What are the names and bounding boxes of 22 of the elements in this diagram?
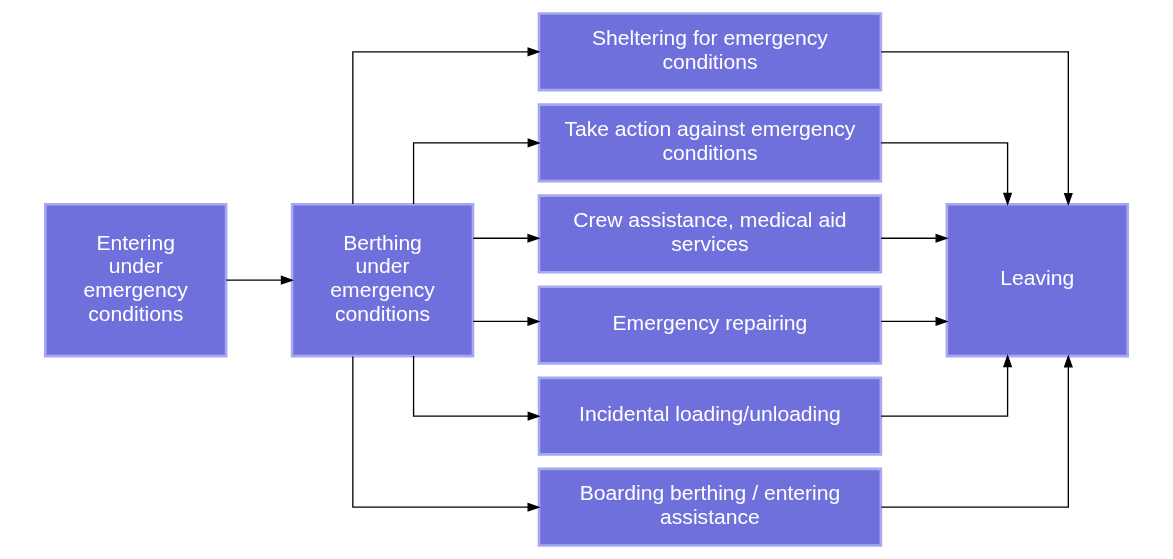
node-box: Incidental loading/unloading: [537, 376, 883, 456]
node-box: Sheltering for emergency conditions: [537, 12, 883, 92]
node-box: Take action against emergency conditions: [537, 103, 883, 183]
arrow: [880, 354, 1013, 417]
arrow: [412, 138, 541, 205]
arrow: [472, 233, 541, 243]
node-box: Crew assistance, medical aid services: [537, 194, 883, 274]
arrow: [880, 354, 1073, 508]
arrow: [880, 316, 949, 327]
arrow: [352, 47, 541, 205]
node-box: Leaving: [945, 202, 1130, 358]
node-box: Berthing under emergency conditions: [290, 202, 475, 358]
arrow: [880, 142, 1013, 206]
node-box: Entering under emergency conditions: [43, 202, 228, 358]
arrow: [352, 355, 541, 512]
arrow: [880, 233, 949, 243]
arrow: [472, 316, 541, 327]
arrow: [412, 355, 541, 421]
node-box: Emergency repairing: [537, 285, 883, 365]
arrow: [225, 275, 295, 285]
node-box: Boarding berthing / entering assistance: [537, 467, 883, 547]
arrow: [880, 51, 1073, 207]
